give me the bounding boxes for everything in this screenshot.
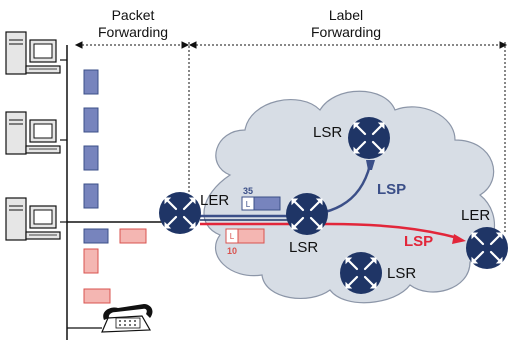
lsr-bottom-label: LSR: [387, 265, 416, 282]
blue-lsp-label: LSP: [377, 181, 406, 198]
packet-forwarding-title-line1: Packet: [112, 7, 155, 23]
blue-labeled-packet: L 35: [241, 186, 281, 211]
red-lsp-path: [200, 222, 459, 240]
blue-lsp-arrowhead: [366, 160, 375, 170]
lsr-mid-label: LSR: [289, 239, 318, 256]
blue-packet: [83, 69, 99, 95]
blue-packet: [83, 183, 99, 209]
lsr-top-router-icon: [346, 115, 392, 161]
red-lsp-label: LSP: [404, 233, 433, 250]
blue-packet: [83, 228, 109, 244]
lsr-top-label: LSR: [313, 124, 342, 141]
ler-left-label: LER: [200, 192, 229, 209]
red-packet: [83, 248, 99, 274]
blue-label-value: 35: [243, 186, 253, 196]
blue-label-tag: L: [246, 200, 251, 209]
computer-1: [5, 31, 67, 75]
computer-3: [5, 197, 67, 241]
packet-forwarding-range-arrow: [74, 41, 190, 49]
red-packet: [119, 228, 147, 244]
label-forwarding-range-arrow: [188, 41, 508, 49]
packet-forwarding-title-line2: Forwarding: [98, 24, 168, 40]
lsr-bottom-router-icon: [338, 250, 384, 296]
red-packet: [83, 288, 111, 304]
red-label-tag: L: [230, 232, 235, 241]
red-packets: [83, 228, 147, 304]
telephone-icon: [67, 304, 153, 333]
label-forwarding-title-line1: Label: [329, 7, 363, 23]
ler-left-router-icon: [157, 190, 203, 236]
ler-right-label: LER: [461, 207, 490, 224]
lsr-mid-router-icon: [284, 191, 330, 237]
blue-packet: [83, 145, 99, 171]
blue-packets: [83, 69, 109, 244]
label-forwarding-title-line2: Forwarding: [311, 24, 381, 40]
red-labeled-packet: L 10: [225, 228, 265, 256]
ler-right-router-icon: [464, 225, 508, 271]
red-lsp-arrowhead: [452, 234, 466, 244]
mpls-cloud: [203, 90, 496, 304]
red-label-value: 10: [227, 246, 237, 256]
blue-packet: [83, 107, 99, 133]
computer-2: [5, 111, 67, 155]
